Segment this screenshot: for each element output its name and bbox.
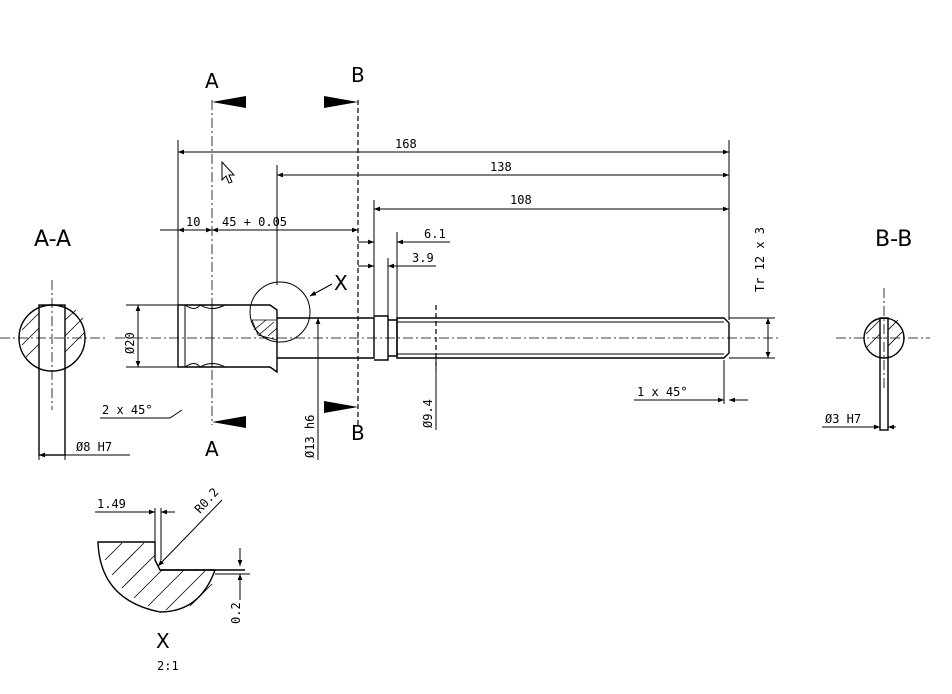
section-a-arrow-bottom bbox=[212, 416, 246, 428]
dim-6-1-text: 6.1 bbox=[424, 227, 446, 241]
mouse-pointer-icon bbox=[221, 160, 236, 184]
shaft-main-view: X bbox=[115, 271, 780, 374]
section-bb-view: B-B Ø3 H7 bbox=[822, 227, 930, 431]
dim-168-text: 168 bbox=[395, 137, 417, 151]
section-aa-view: A-A Ø8 H7 bbox=[0, 227, 130, 460]
dimension-dia-9-4: Ø9.4 bbox=[421, 356, 437, 430]
dimension-chamfer-1x45: 1 x 45° bbox=[634, 360, 748, 404]
section-b-arrow-bottom bbox=[324, 401, 358, 413]
dim-thread-text: Tr 12 x 3 bbox=[753, 227, 767, 292]
detail-x-circle bbox=[249, 281, 311, 343]
dimension-6-1: 6.1 bbox=[358, 227, 450, 320]
section-cut-b: B B bbox=[324, 63, 365, 445]
detail-x-label: X bbox=[156, 629, 170, 653]
dim-chamfer-2x45-text: 2 x 45° bbox=[102, 403, 153, 417]
detail-dim-1-49-text: 1.49 bbox=[97, 497, 126, 511]
dimension-3-9: 3.9 bbox=[358, 251, 436, 320]
dim-dia-13-text: Ø13 h6 bbox=[303, 415, 317, 458]
dimension-dia-20: Ø20 bbox=[123, 304, 178, 368]
dim-dia-3-text: Ø3 H7 bbox=[825, 412, 861, 426]
dim-dia-9-4-text: Ø9.4 bbox=[421, 399, 435, 428]
detail-dim-0-2-text: 0.2 bbox=[229, 602, 243, 624]
detail-x-callout: X bbox=[334, 271, 348, 295]
section-a-bottom-label: A bbox=[205, 437, 219, 461]
dim-45-text: 45 + 0.05 bbox=[222, 215, 287, 229]
section-aa-title: A-A bbox=[34, 227, 71, 252]
section-a-top-label: A bbox=[205, 69, 219, 93]
dimension-thread: Tr 12 x 3 bbox=[729, 227, 775, 359]
dim-chamfer-1x45-text: 1 x 45° bbox=[637, 385, 688, 399]
section-bb-title: B-B bbox=[875, 227, 912, 252]
dim-108-text: 108 bbox=[510, 193, 532, 207]
detail-scale-label: 2:1 bbox=[157, 659, 179, 673]
section-a-arrow-top bbox=[212, 96, 246, 108]
dim-dia-20-text: Ø20 bbox=[123, 332, 137, 354]
detail-dim-r0-2-text: R0.2 bbox=[192, 485, 222, 516]
dimension-10-and-45: 10 45 + 0.05 bbox=[160, 215, 358, 233]
detail-x-view: 1.49 R0.2 0.2 X 2:1 bbox=[95, 485, 250, 673]
dim-138-text: 138 bbox=[490, 160, 512, 174]
dim-3-9-text: 3.9 bbox=[412, 251, 434, 265]
dimension-chamfer-2x45: 2 x 45° bbox=[100, 403, 183, 419]
dimension-dia-13-h6: Ø13 h6 bbox=[303, 318, 321, 460]
dim-10-text: 10 bbox=[186, 215, 200, 229]
dimension-108: 108 bbox=[373, 193, 729, 318]
section-b-top-label: B bbox=[351, 63, 365, 87]
section-b-arrow-top bbox=[324, 96, 358, 108]
dimension-138: 138 bbox=[276, 160, 729, 285]
dimension-168: 168 bbox=[177, 137, 730, 320]
section-b-bottom-label: B bbox=[351, 421, 365, 445]
section-cut-a: A A bbox=[205, 69, 246, 461]
dim-dia-8-text: Ø8 H7 bbox=[76, 440, 112, 454]
